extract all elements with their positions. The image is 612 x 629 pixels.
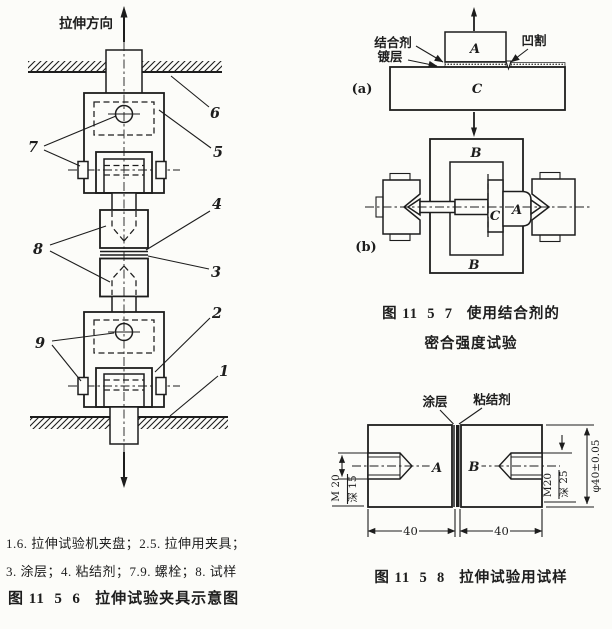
diameter-dimension: φ40±0.05 [546, 424, 602, 508]
subfigure-a: A C 结合剂 镀层 凹割 (a) [352, 7, 566, 137]
b-bottom-label: B [468, 258, 480, 273]
part-number-7: 7 [28, 139, 38, 156]
figure-specimen-diagram: 涂层 粘结剂 A B M 20 深 15 [330, 392, 602, 538]
fig7-caption-line1: 图 11 5 7 使用结合剂的 [382, 306, 560, 322]
part-number-8: 8 [33, 241, 43, 258]
fig6-legend-line1: 1.6. 拉伸试验机夹盘；2.5. 拉伸用夹具； [6, 536, 246, 551]
piece-c [487, 179, 504, 233]
specimen-b-label: B [468, 460, 480, 475]
right-grip [531, 178, 576, 236]
arrow-up-icon [471, 7, 477, 17]
part-number-6: 6 [210, 105, 220, 122]
dim-left-depth: 深 15 [347, 475, 359, 502]
dim-width-right: 40 [494, 524, 509, 538]
figure-bond-test-diagram: A C 结合剂 镀层 凹割 (a) [352, 7, 592, 274]
subfigure-a-tag: (a) [352, 82, 373, 97]
adhesive-line [456, 425, 460, 507]
undercut-label: 凹割 [521, 33, 546, 48]
b-piece-c-label: C [490, 209, 501, 224]
adhesive-label: 粘结剂 [473, 392, 511, 407]
b-piece-a-label: A [510, 203, 522, 218]
bolt-head-right-upper [155, 160, 167, 180]
left-grip [382, 179, 421, 235]
dim-diameter: φ40±0.05 [590, 440, 602, 493]
right-threaded-hole [477, 452, 560, 480]
subfigure-b-tag: (b) [355, 240, 376, 255]
block-c-label: C [472, 82, 483, 97]
part-number-2: 2 [211, 305, 222, 322]
plating-label: 镀层 [377, 49, 403, 64]
fig8-caption: 图 11 5 8 拉伸试验用试样 [374, 570, 568, 586]
undercut-notch [505, 60, 512, 71]
leader-part6 [170, 75, 210, 108]
block-a-label: A [468, 42, 480, 57]
bolt-head-left-lower [77, 376, 89, 396]
part-number-3: 3 [211, 264, 221, 281]
bolt-head-right-lower [155, 376, 167, 396]
pull-direction-label: 拉伸方向 [59, 15, 113, 31]
fig7-caption-line2: 密合强度试验 [424, 336, 518, 352]
width-dimensions: 40 40 [367, 509, 543, 538]
part-number-1: 1 [219, 363, 229, 380]
right-thread-dimension: M20 深 25 [542, 435, 576, 503]
part-number-9: 9 [35, 335, 45, 352]
fig6-caption: 图 11 5 6 拉伸试验夹具示意图 [8, 591, 240, 607]
subfigure-b: B B C A (b) [355, 138, 592, 274]
part-number-4: 4 [212, 196, 222, 213]
specimen-a-label: A [430, 461, 442, 476]
coating-label: 涂层 [422, 394, 448, 409]
dim-left-thread: M 20 [330, 474, 342, 501]
left-thread-dimension: M 20 深 15 [330, 452, 368, 507]
leader-lines [43, 109, 219, 417]
figure-tensile-fixture-diagram: 拉伸方向 [28, 6, 229, 488]
bonding-agent-label: 结合剂 [374, 35, 412, 50]
bond-layer [444, 61, 507, 68]
arrow-down-icon [471, 127, 477, 137]
dim-right-depth: 深 25 [558, 470, 570, 497]
bolt-head-left-upper [77, 160, 89, 180]
plating-layer [510, 62, 566, 68]
left-threaded-hole [352, 452, 432, 480]
fig6-legend-line2: 3. 涂层；4. 粘结剂；7.9. 螺栓；8. 试样 [6, 564, 237, 579]
dim-width-left: 40 [403, 524, 418, 538]
dim-right-thread: M20 [542, 473, 554, 497]
b-top-label: B [470, 146, 482, 161]
part-number-5: 5 [213, 144, 223, 161]
